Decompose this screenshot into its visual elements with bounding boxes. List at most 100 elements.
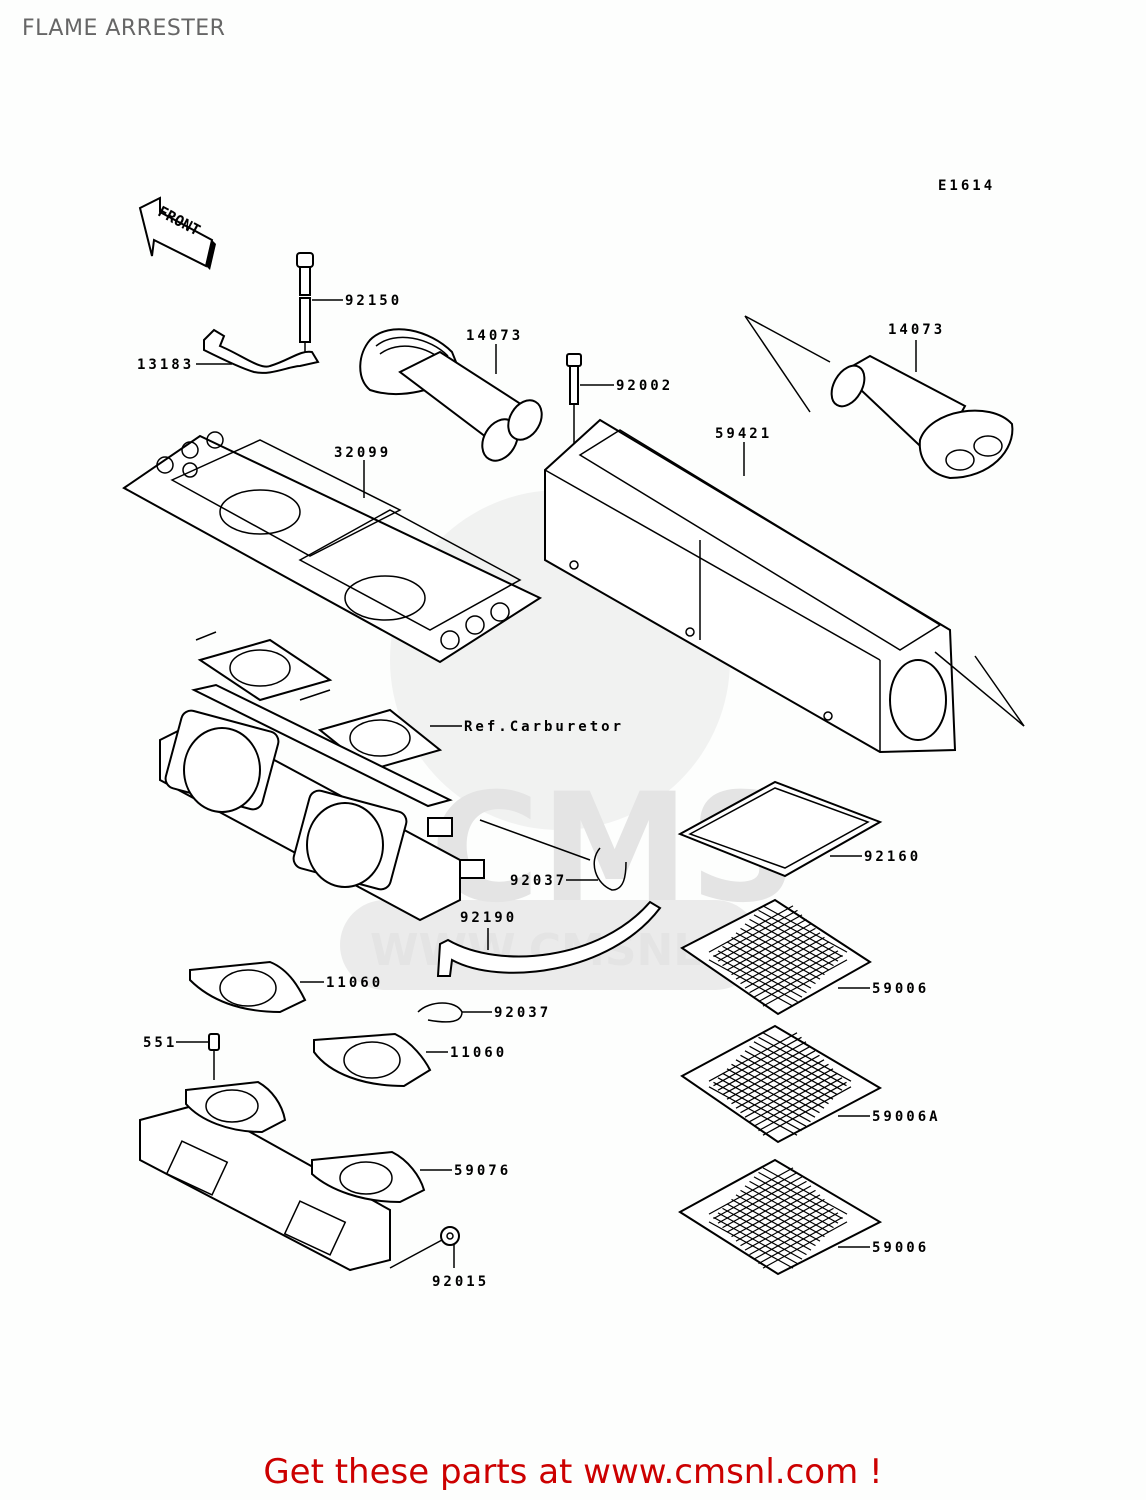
- mesh-line: [744, 1185, 830, 1233]
- mesh-line: [717, 1212, 803, 1260]
- label-92015: 92015: [432, 1274, 489, 1290]
- mesh-line: [740, 1189, 825, 1238]
- manifold-59076: [139, 1080, 426, 1272]
- mesh-line: [753, 950, 839, 998]
- bracket-13183: [203, 328, 320, 374]
- flame-arrester-14073-right: [830, 354, 1014, 480]
- mesh-line: [731, 1198, 816, 1247]
- mesh-line: [740, 1198, 825, 1247]
- label-32099: 32099: [334, 445, 391, 461]
- gasket-11060-a: [189, 960, 307, 1014]
- carburetor-assembly: [159, 631, 485, 922]
- mesh-line: [749, 1180, 834, 1229]
- label-13183: 13183: [137, 357, 194, 373]
- footer-promo-link[interactable]: Get these parts at www.cmsnl.com !: [263, 1452, 883, 1492]
- mesh-line: [722, 945, 807, 994]
- mesh-line: [708, 1032, 798, 1082]
- mesh-line: [717, 1077, 807, 1127]
- mesh-line: [740, 1054, 829, 1105]
- mesh-line: [740, 927, 825, 976]
- mesh-line: [753, 1077, 843, 1127]
- screen-59006-b: [678, 1158, 883, 1276]
- mesh-line: [708, 905, 794, 953]
- mesh-line: [708, 1221, 794, 1269]
- mesh-line: [762, 905, 848, 953]
- pin-551: [208, 1033, 220, 1051]
- label-59006-a: 59006: [872, 981, 929, 997]
- mesh-line: [744, 941, 830, 989]
- mesh-line: [749, 945, 834, 994]
- diagram-code: E1614: [938, 178, 995, 194]
- mesh-line: [740, 1063, 829, 1114]
- label-92160: 92160: [864, 849, 921, 865]
- label-92150: 92150: [345, 293, 402, 309]
- mesh-line: [762, 1167, 848, 1215]
- label-14073-left: 14073: [466, 328, 523, 344]
- mesh-line: [726, 1050, 816, 1100]
- label-92190: 92190: [460, 910, 517, 926]
- mesh-line: [722, 1180, 807, 1229]
- mesh-line: [749, 1072, 838, 1123]
- mesh-line: [758, 1216, 843, 1265]
- mesh-line: [758, 1036, 847, 1087]
- mesh-line: [740, 936, 825, 985]
- mesh-line: [749, 1207, 834, 1256]
- mesh-line: [753, 914, 839, 962]
- base-plate-32099: [122, 431, 543, 664]
- flame-arrester-14073-left: [359, 328, 543, 462]
- mesh-line: [722, 1045, 811, 1096]
- mesh-line: [762, 1032, 852, 1082]
- nut-92015: [440, 1226, 460, 1246]
- label-11060-a: 11060: [326, 975, 383, 991]
- page-title: FLAME ARRESTER: [22, 16, 226, 41]
- label-59006A: 59006A: [872, 1109, 941, 1125]
- mesh-line: [749, 918, 834, 967]
- label-92037-a: 92037: [510, 873, 567, 889]
- mesh-line: [735, 1059, 825, 1109]
- mesh-line: [717, 1176, 803, 1224]
- label-59076: 59076: [454, 1163, 511, 1179]
- mesh-line: [758, 1081, 847, 1132]
- housing-59421: [544, 418, 957, 754]
- mesh-line: [731, 1189, 816, 1238]
- label-92002: 92002: [616, 378, 673, 394]
- label-ref-carburetor: Ref.Carburetor: [464, 719, 624, 735]
- mesh-line: [722, 1207, 807, 1256]
- mesh-line: [717, 1041, 807, 1091]
- mesh-line: [735, 932, 821, 980]
- mesh-line: [758, 909, 843, 958]
- mesh-line: [762, 1086, 852, 1136]
- front-arrow-icon: FRONT: [138, 196, 216, 270]
- mesh-line: [758, 1171, 843, 1220]
- label-59421: 59421: [715, 426, 772, 442]
- mesh-line: [753, 1212, 839, 1260]
- mesh-line: [762, 1221, 848, 1269]
- label-92037-b: 92037: [494, 1005, 551, 1021]
- mesh-line: [722, 1072, 811, 1123]
- mesh-line: [744, 923, 830, 971]
- mesh-line: [749, 1045, 838, 1096]
- hose-92190: [436, 900, 662, 977]
- mesh-line: [753, 1176, 839, 1224]
- mesh-line: [731, 927, 816, 976]
- screen-59006-a: [680, 898, 872, 1016]
- gasket-11060-b: [313, 1032, 432, 1088]
- screen-59006A: [680, 1024, 883, 1144]
- label-14073-right: 14073: [888, 322, 945, 338]
- mesh-line: [744, 1203, 830, 1251]
- mesh-line: [708, 1167, 794, 1215]
- mesh-line: [758, 954, 843, 1003]
- mesh-line: [726, 1068, 816, 1118]
- mesh-line: [753, 1041, 843, 1091]
- mesh-line: [717, 950, 803, 998]
- label-11060-b: 11060: [450, 1045, 507, 1061]
- mesh-line: [722, 918, 807, 967]
- mesh-line: [708, 959, 794, 1007]
- mesh-line: [735, 1194, 821, 1242]
- mesh-line: [731, 936, 816, 985]
- clamp-92037-a: [593, 847, 627, 891]
- gasket-92160: [677, 780, 883, 878]
- clamp-92037-b: [417, 1002, 463, 1023]
- mesh-line: [717, 914, 803, 962]
